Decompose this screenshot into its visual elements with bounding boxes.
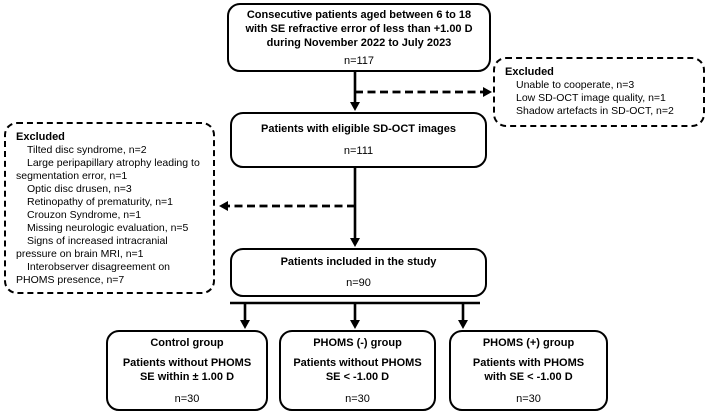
enrollment-line: Consecutive patients aged between 6 to 1… [246,8,472,21]
excluded-item: Shadow artefacts in SD-OCT, n=2 [516,105,674,117]
enrollment-line: during November 2022 to July 2023 [266,36,452,49]
arrow-eligible-to-included [350,168,360,247]
phoms-positive-title: PHOMS (+) group [482,336,575,349]
excluded-item: Low SD-OCT image quality, n=1 [516,92,666,104]
group-desc-line: Patients without PHOMS [122,356,252,369]
group-desc-line: Patients with PHOMS [472,356,585,369]
excluded-left-title: Excluded [16,131,65,143]
excluded-right-title: Excluded [505,66,554,78]
excluded-item: Signs of increased intracranial pressure… [16,235,168,260]
eligible-count: n=111 [343,145,374,157]
excluded-item: Optic disc drusen, n=3 [27,183,132,195]
included-title: Patients included in the study [280,256,437,268]
group-desc-line: with SE < -1.00 D [484,370,573,383]
arrow-to-excluded-left [219,201,355,211]
enrollment-count: n=117 [343,54,375,67]
enrollment-line: with SE refractive error of less than +1… [245,22,473,35]
enrollment-text: Consecutive patients aged between 6 to 1… [245,8,472,50]
phoms-positive-count: n=30 [516,392,541,405]
arrow-top-to-eligible [350,70,360,111]
branch-connector [230,301,480,329]
eligible-title: Patients with eligible SD-OCT images [261,123,456,135]
excluded-item: Missing neurologic evaluation, n=5 [27,222,189,234]
control-group-count: n=30 [174,392,200,405]
flow-box-eligible: Patients with eligible SD-OCT images n=1… [230,112,487,168]
excluded-item: Large peripapillary atrophy leading to s… [16,157,200,182]
control-group-title: Control group [150,336,224,349]
excluded-item: Crouzon Syndrome, n=1 [27,209,142,221]
flow-box-enrollment: Consecutive patients aged between 6 to 1… [227,3,491,72]
excluded-item: Retinopathy of prematurity, n=1 [27,196,174,208]
phoms-negative-count: n=30 [345,392,370,405]
group-desc-line: SE within ± 1.00 D [139,370,235,383]
excluded-item: Tilted disc syndrome, n=2 [27,144,147,156]
excluded-item: Interobserver disagreement on PHOMS pres… [16,261,170,286]
group-desc-line: SE < -1.00 D [325,370,390,383]
excluded-item: Unable to cooperate, n=3 [516,79,635,91]
arrow-to-excluded-right [355,87,492,97]
included-count: n=90 [346,277,371,289]
phoms-negative-title: PHOMS (-) group [313,336,402,349]
flow-box-included: Patients included in the study n=90 [230,248,487,297]
group-desc-line: Patients without PHOMS [293,356,422,369]
